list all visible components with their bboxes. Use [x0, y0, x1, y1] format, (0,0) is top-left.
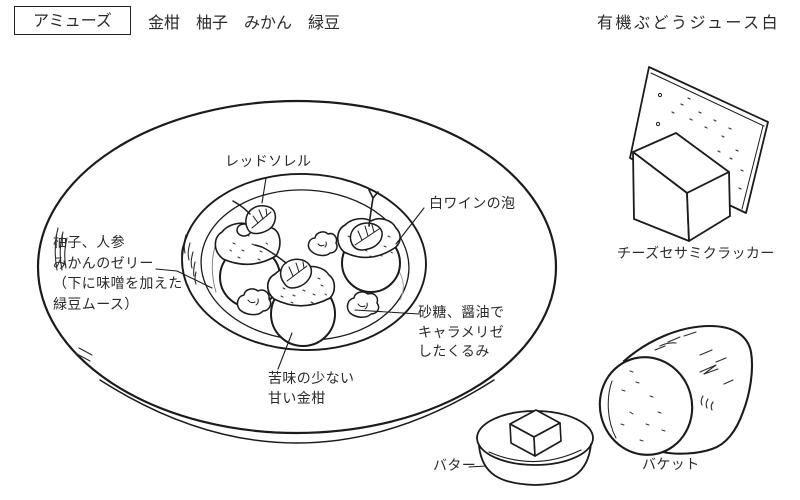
- jelly-note-line-4: 緑豆ムース）: [53, 296, 139, 313]
- course-label: アミューズ: [14, 6, 131, 35]
- walnut-left: [236, 288, 272, 316]
- cracker-panel: [629, 66, 769, 214]
- ingredients-label: 金柑 柚子 みかん 緑豆: [148, 13, 341, 32]
- leader-white-wine-foam: [395, 207, 425, 245]
- plate-rim-underline: [99, 379, 495, 444]
- main-plate: [36, 99, 558, 444]
- jelly-note-line-1: 柚子、人参: [53, 235, 125, 251]
- butter-cube-side: [533, 422, 562, 457]
- sesame-dots: [671, 97, 744, 190]
- red-sorrel-label: レッドソレル: [225, 154, 312, 170]
- leader-red-sorrel: [261, 177, 267, 204]
- jelly-note-line-2: みかんのゼリー: [53, 255, 154, 272]
- white-wine-foam-label: 白ワインの泡: [429, 196, 516, 212]
- baguette-label: バケット: [642, 457, 700, 473]
- crumb-marks: [620, 370, 666, 442]
- crust-marks: [654, 331, 734, 411]
- jelly-note: 柚子、人参 みかんのゼリー （下に味噌を加えた 緑豆ムース）: [53, 233, 183, 315]
- leaf-stem-right: [368, 189, 379, 227]
- leader-butter: [468, 465, 487, 468]
- leader-lines: [155, 177, 487, 468]
- walnut-right: [346, 291, 380, 318]
- leader-jelly: [155, 268, 213, 289]
- kumquat-note: 苦味の少ない 甘い金柑: [268, 370, 354, 409]
- kumquat-cup-bottom: [254, 244, 336, 347]
- leaf-stem-left: [232, 200, 251, 215]
- walnut-note-line-2: キャラメリゼ: [418, 324, 504, 341]
- walnut-note: 砂糖、醤油で キャラメリゼ したくるみ: [418, 304, 504, 363]
- beverage-label: 有機ぶどうジュース白: [597, 13, 781, 32]
- walnut-note-line-1: 砂糖、醤油で: [418, 305, 505, 321]
- baguette-end-face: [598, 356, 694, 456]
- leader-walnut: [354, 309, 420, 315]
- cracker: [629, 66, 769, 242]
- butter-dish: [476, 409, 594, 486]
- kumquat-note-line-2: 甘い金柑: [268, 390, 326, 407]
- walnut-note-line-3: したくるみ: [418, 344, 490, 360]
- kumquat-note-line-1: 苦味の少ない: [268, 371, 355, 387]
- butter-label: バター: [433, 458, 477, 474]
- leader-kumquat: [277, 332, 293, 370]
- cracker-block-side: [686, 171, 731, 242]
- cracker-label: チーズセサミクラッカー: [617, 246, 775, 262]
- kumquat-cup-right: [336, 189, 401, 293]
- jelly-note-line-3: （下に味噌を加えた: [53, 276, 183, 292]
- walnut-top: [307, 231, 338, 257]
- butter-dish-side: [478, 443, 592, 486]
- baguette-drawing: [598, 324, 754, 456]
- leaf-stem-bottom: [254, 244, 287, 264]
